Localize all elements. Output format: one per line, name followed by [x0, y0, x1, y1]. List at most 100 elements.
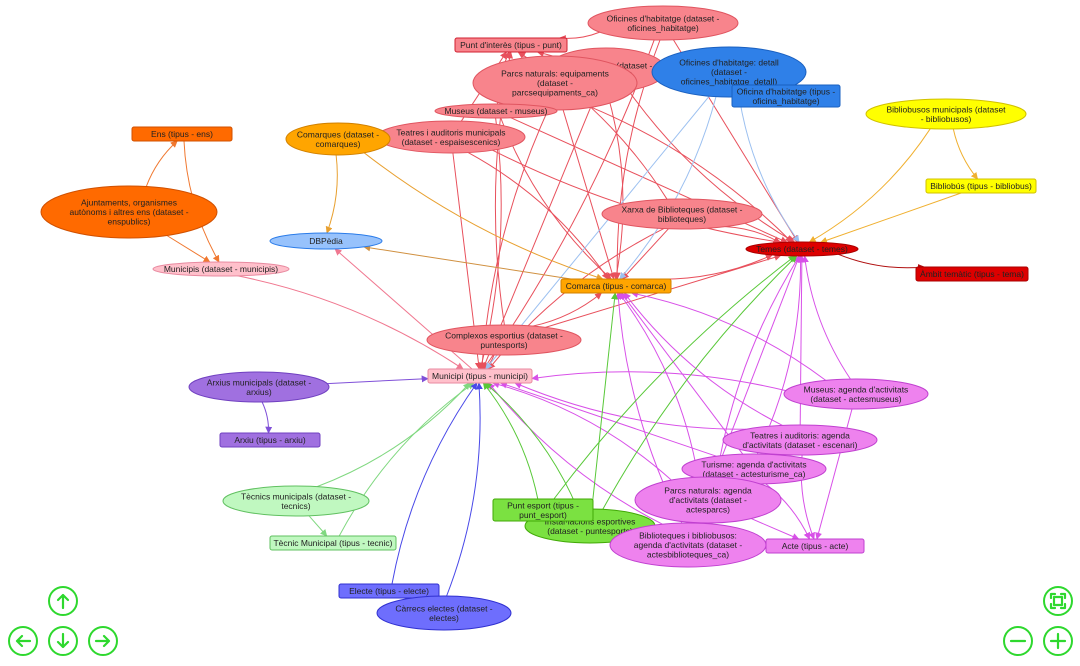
node-parcs-equip[interactable]: Parcs naturals: equipaments(dataset -par…: [472, 55, 638, 111]
edge-teatres_ds-to-comarca_tipus[interactable]: [467, 152, 609, 280]
node-dbpedia[interactable]: DBPèdia: [269, 232, 383, 250]
edge-museus_ds-to-temes_ds[interactable]: [510, 117, 788, 243]
node-ellipse: [745, 241, 859, 257]
node-label: Comarques (dataset -: [297, 129, 379, 139]
edge-teatres_ds-to-temes_ds[interactable]: [492, 149, 783, 246]
node-comarques-ds[interactable]: Comarques (dataset -comarques): [285, 122, 391, 156]
edge-oficines_ds-to-punt_interes[interactable]: [558, 31, 600, 43]
edge-tecnic_tipus-to-municipi_tipus[interactable]: [338, 382, 475, 537]
edge-turisme_agenda-to-municipi_tipus[interactable]: [499, 381, 717, 457]
edge-punt_esport-to-municipi_tipus[interactable]: [482, 382, 539, 500]
edge-xarxa_bib-to-temes_ds[interactable]: [725, 226, 781, 244]
edge-museus_agenda-to-acte_tipus[interactable]: [815, 408, 853, 540]
pan-up-button[interactable]: [48, 586, 78, 616]
edge-parcs_agenda-to-acte_tipus[interactable]: [751, 518, 800, 540]
node-ellipse: [587, 5, 739, 41]
edge-comarca_tipus-to-temes_ds[interactable]: [651, 254, 773, 280]
edge-teatres_agenda-to-municipi_tipus[interactable]: [514, 382, 747, 430]
node-bibliobusos-ds[interactable]: Bibliobusos municipals (dataset- bibliob…: [865, 98, 1027, 130]
edge-museus_agenda-to-municipi_tipus[interactable]: [531, 371, 786, 392]
node-electe-tipus[interactable]: Electe (tipus - electe): [338, 583, 440, 599]
edge-parcs_naturals_ds-to-temes_ds[interactable]: [627, 90, 796, 243]
edge-tecnics_ds-to-tecnic_tipus[interactable]: [308, 515, 328, 537]
node-ellipse: [783, 378, 929, 410]
edge-oficines_detall-to-comarca_tipus[interactable]: [619, 96, 717, 280]
edge-xarxa_bib-to-comarca_tipus[interactable]: [621, 228, 669, 280]
zoom-in-button[interactable]: [1043, 626, 1073, 656]
edge-instalacions_ds-to-municipi_tipus[interactable]: [484, 382, 579, 510]
arrow-left-icon: [15, 634, 32, 648]
node-acte-tipus[interactable]: Acte (tipus - acte): [765, 538, 865, 554]
node-box: [219, 432, 321, 448]
edge-carrecs_ds-to-municipi_tipus[interactable]: [446, 382, 483, 597]
zoom-extends-button[interactable]: [1043, 586, 1073, 616]
node-comarca-tipus[interactable]: Comarca (tipus - comarca): [560, 278, 672, 294]
node-punt-esport[interactable]: Punt esport (tipus -punt_esport): [492, 498, 594, 522]
edge-museus_agenda-to-comarca_tipus[interactable]: [630, 290, 827, 381]
edge-complexos_ds-to-comarca_tipus[interactable]: [532, 292, 603, 327]
node-tecnics-ds[interactable]: Tècnics municipals (dataset -tecnics): [222, 485, 370, 517]
pan-right-button[interactable]: [88, 626, 118, 656]
edge-arxius_ds-to-municipi_tipus[interactable]: [327, 375, 429, 385]
edge-comarca_tipus-to-dbpedia[interactable]: [363, 244, 571, 280]
edge-parcs_equip-to-temes_ds[interactable]: [590, 106, 793, 243]
edge-comarques_ds-to-comarca_tipus[interactable]: [363, 152, 604, 281]
zoom-out-button[interactable]: [1003, 626, 1033, 656]
edge-oficines_detall-to-temes_ds[interactable]: [738, 96, 800, 243]
pan-left-button[interactable]: [8, 626, 38, 656]
node-temes-ds[interactable]: Temes (dataset - temes): [745, 241, 859, 257]
node-oficines-ds[interactable]: Oficines d'habitatge (dataset -oficines_…: [587, 5, 739, 41]
node-museus-ds[interactable]: Museus (dataset - museus): [434, 103, 558, 119]
edge-parcs_equip-to-comarca_tipus[interactable]: [562, 109, 616, 280]
node-tecnic-tipus[interactable]: Tècnic Municipal (tipus - tecnic): [269, 535, 397, 551]
edge-parcs_agenda-to-temes_ds[interactable]: [716, 255, 800, 478]
node-carrecs-ds[interactable]: Càrrecs electes (dataset -electes): [376, 595, 512, 631]
edge-bibliobusos_ds-to-bibliobus_tipus[interactable]: [952, 128, 979, 180]
pan-down-button[interactable]: [48, 626, 78, 656]
node-xarxa-bib[interactable]: Xarxa de Biblioteques (dataset -bibliote…: [601, 198, 763, 230]
arrow-right-icon: [94, 634, 111, 648]
edge-punt_esport-to-temes_ds[interactable]: [553, 255, 796, 500]
node-municipi-tipus[interactable]: Municipi (tipus - municipi): [427, 368, 533, 384]
edge-instalacions_ds-to-comarca_tipus[interactable]: [591, 292, 619, 510]
edge-parcs_agenda-to-comarca_tipus[interactable]: [618, 292, 699, 478]
node-box: [731, 84, 841, 108]
node-ambit-tipus[interactable]: Àmbit temàtic (tipus - tema): [915, 266, 1029, 282]
node-label: (dataset -: [537, 78, 573, 88]
edge-parcs_agenda-to-municipi_tipus[interactable]: [492, 381, 672, 481]
edge-bibliobus_tipus-to-temes_ds[interactable]: [820, 192, 962, 244]
edge-instalacions_ds-to-temes_ds[interactable]: [602, 255, 798, 510]
edge-bib_agenda-to-municipi_tipus[interactable]: [488, 382, 663, 525]
node-punt-interes[interactable]: Punt d'interès (tipus - punt): [454, 37, 568, 53]
edge-bibliobusos_ds-to-temes_ds[interactable]: [808, 128, 931, 243]
node-teatres-ds[interactable]: Teatres i auditoris municipals(dataset -…: [376, 120, 526, 154]
edge-ajuntaments_ds-to-ens_tipus[interactable]: [145, 140, 178, 187]
edge-municipi_tipus-to-dbpedia[interactable]: [334, 248, 473, 370]
edge-parcs_naturals_ds-to-comarca_tipus[interactable]: [606, 91, 624, 280]
node-municipis-ds[interactable]: Municipis (dataset - municipis): [152, 261, 290, 277]
edge-teatres_agenda-to-temes_ds[interactable]: [798, 255, 806, 426]
edge-tecnics_ds-to-municipi_tipus[interactable]: [316, 382, 471, 488]
node-oficina-tipus[interactable]: Oficina d'habitatge (tipus -oficina_habi…: [731, 84, 841, 108]
node-arxiu-tipus[interactable]: Arxiu (tipus - arxiu): [219, 432, 321, 448]
node-arxius-ds[interactable]: Arxius municipals (dataset -arxius): [188, 371, 330, 403]
node-label: Ajuntaments, organismes: [81, 198, 177, 208]
edge-museus_agenda-to-temes_ds[interactable]: [801, 255, 851, 380]
edge-turisme_agenda-to-temes_ds[interactable]: [756, 255, 805, 455]
node-bib-agenda[interactable]: Biblioteques i bibliobusos:agenda d'acti…: [609, 522, 767, 568]
edge-electe_tipus-to-municipi_tipus[interactable]: [391, 382, 478, 585]
edge-municipis_ds-to-municipi_tipus[interactable]: [237, 275, 464, 370]
node-bibliobus-tipus[interactable]: Bibliobús (tipus - bibliobus): [925, 178, 1037, 194]
node-complexos-ds[interactable]: Complexos esportius (dataset -puntesport…: [426, 324, 582, 356]
node-ens-tipus[interactable]: Ens (tipus - ens): [131, 126, 233, 142]
node-museus-agenda[interactable]: Museus: agenda d'activitats(dataset - ac…: [783, 378, 929, 410]
edge-comarques_ds-to-dbpedia[interactable]: [325, 154, 338, 234]
node-teatres-agenda[interactable]: Teatres i auditoris: agendad'activitats …: [722, 424, 878, 456]
edge-arxius_ds-to-arxiu_tipus[interactable]: [261, 401, 273, 434]
node-label: DBPèdia: [309, 236, 343, 246]
edge-ajuntaments_ds-to-municipis_ds[interactable]: [166, 235, 211, 263]
edge-temes_ds-to-ambit_tipus[interactable]: [838, 253, 926, 272]
